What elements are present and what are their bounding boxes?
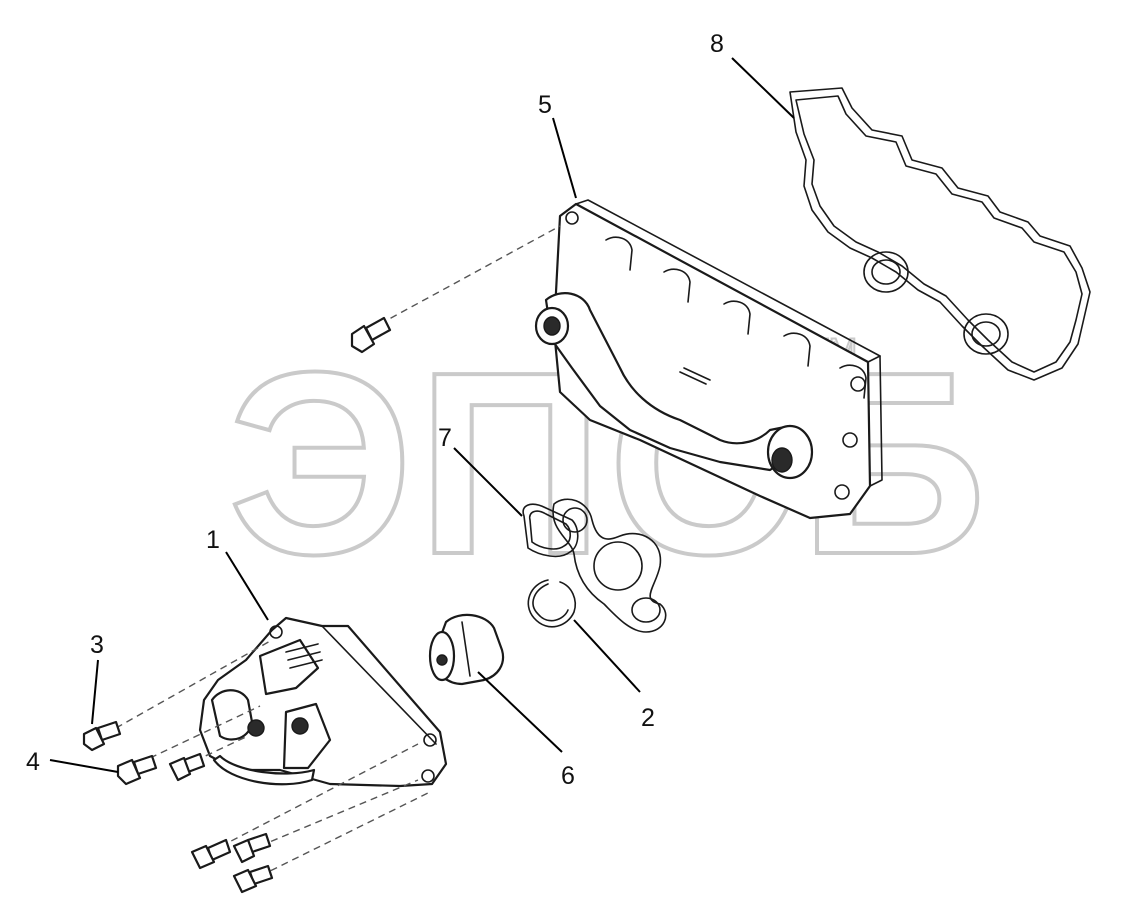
- flange-bolt-low-3: [232, 864, 274, 894]
- callout-5: 5: [538, 91, 552, 119]
- part-2-snap-ring: [527, 579, 576, 628]
- part-8-gasket: [789, 87, 1091, 381]
- part-3-bolt: [82, 720, 122, 752]
- callout-3: 3: [90, 631, 104, 659]
- leader-6: [477, 671, 563, 753]
- callout-7: 7: [438, 424, 452, 452]
- bolt-path-5: [379, 225, 561, 325]
- leader-5: [552, 117, 577, 199]
- part-5-housing: [534, 199, 883, 520]
- callout-4: 4: [26, 748, 40, 776]
- part-6-filter: [428, 613, 505, 686]
- part-1-flange-housing: [198, 616, 448, 788]
- part-7-gasket: [522, 498, 667, 633]
- leader-lines: [49, 57, 795, 773]
- callout-8: 8: [710, 30, 724, 58]
- leader-7: [453, 447, 523, 517]
- leader-4: [49, 759, 119, 773]
- part-4-bolt: [116, 754, 158, 786]
- flange-bolt-paths: [115, 639, 431, 877]
- flange-bolt-low-1: [190, 838, 232, 870]
- flange-bolt-mid: [168, 752, 206, 782]
- leader-3: [91, 659, 99, 725]
- leader-1: [225, 551, 269, 621]
- leader-2: [573, 619, 641, 693]
- leader-8: [731, 57, 795, 119]
- callout-6: 6: [561, 762, 575, 790]
- callout-2: 2: [641, 704, 655, 732]
- callout-labels: 1 2 3 4 5 6 7 8: [26, 30, 724, 790]
- callout-1: 1: [206, 526, 220, 554]
- part-top-bolt: [350, 316, 392, 354]
- flange-bolt-low-2: [232, 832, 272, 864]
